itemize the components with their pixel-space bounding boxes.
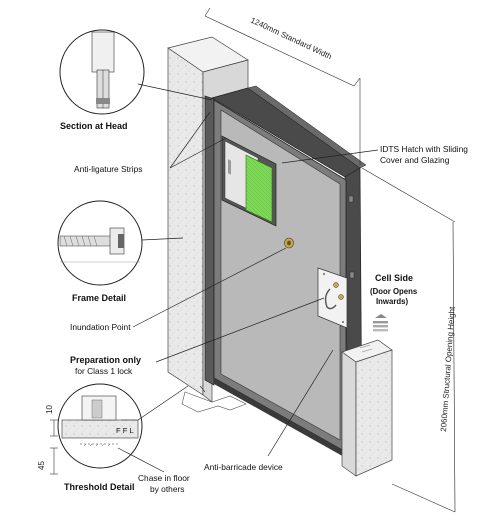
callout-cell-side: Cell Side (Door Opens Inwards) [370, 273, 418, 306]
anti-barricade-label: Anti-barricade device [204, 462, 283, 472]
threshold-detail: F F L 10 45 Threshold Detail [37, 383, 189, 492]
chase-label-1: Chase in floor [138, 473, 190, 483]
idts-hatch [221, 135, 277, 227]
frame-detail: Frame Detail [57, 200, 184, 303]
section-at-head-detail: Section at Head [59, 29, 213, 131]
section-at-head-title: Section at Head [60, 121, 128, 131]
callout-anti-barricade: Anti-barricade device [204, 349, 334, 472]
threshold-detail-title: Threshold Detail [64, 482, 135, 492]
idts-label-2: Cover and Glazing [380, 155, 450, 165]
frame-detail-title: Frame Detail [72, 293, 126, 303]
prep-label-1: Preparation only [70, 355, 141, 365]
width-label: 1240mm Standard Width [249, 16, 333, 62]
cell-side-sub-1: (Door Opens [370, 287, 418, 296]
opening-direction-arrow-icon [373, 314, 388, 332]
threshold-top-dim: 10 [45, 405, 54, 414]
prep-label-2: for Class 1 lock [75, 366, 133, 376]
chase-label-2: by others [150, 484, 184, 494]
callout-chase: Chase in floor by others [117, 447, 190, 494]
anti-barricade-device [348, 195, 355, 279]
inundation-label: Inundation Point [70, 322, 131, 332]
callout-anti-ligature: Anti-ligature Strips [74, 111, 227, 174]
ffl-label: F F L [116, 426, 134, 435]
callout-idts-hatch: IDTS Hatch with Sliding Cover and Glazin… [281, 144, 468, 165]
idts-label-1: IDTS Hatch with Sliding [380, 144, 468, 154]
cell-side-label: Cell Side [375, 273, 413, 283]
cell-side-sub-2: Inwards) [376, 297, 408, 306]
anti-ligature-label: Anti-ligature Strips [74, 164, 142, 174]
callout-class1-lock: Preparation only for Class 1 lock [70, 297, 325, 376]
callout-inundation: Inundation Point [70, 247, 287, 332]
right-wall [341, 339, 393, 477]
inundation-point-icon [284, 237, 294, 249]
floor-chase [181, 385, 247, 413]
threshold-bottom-dim: 45 [37, 461, 46, 470]
